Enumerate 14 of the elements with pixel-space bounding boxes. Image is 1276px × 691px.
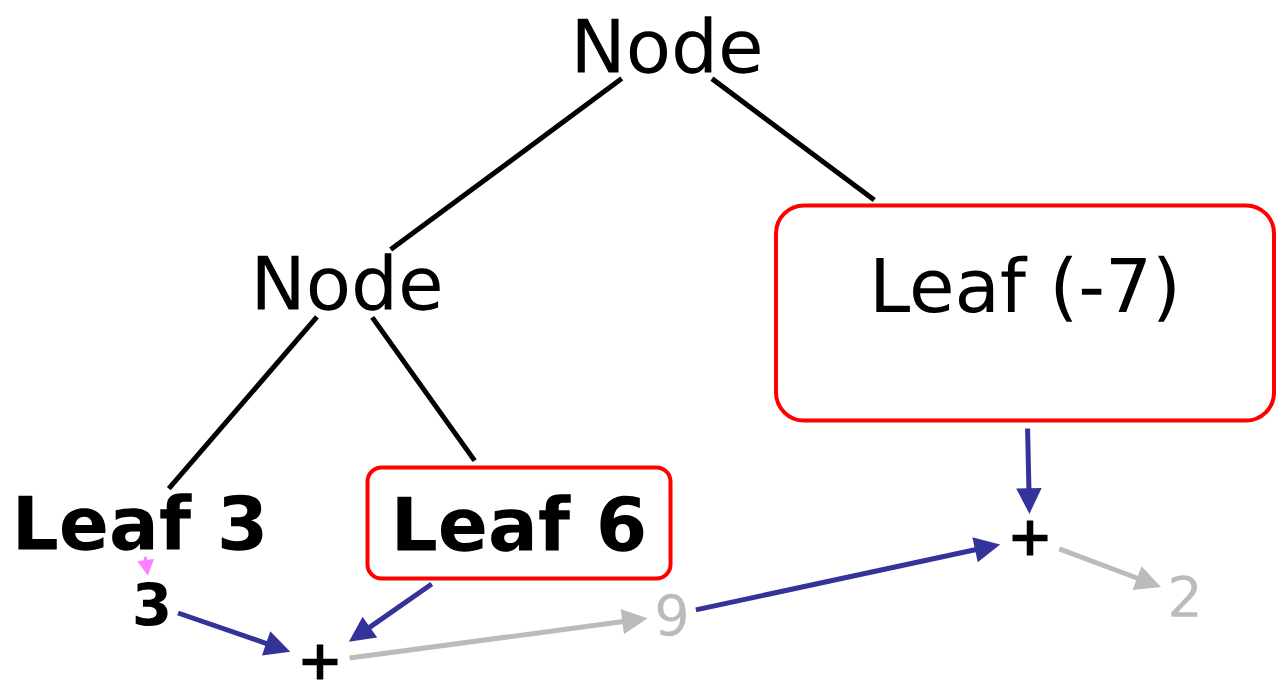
tree-edge — [370, 315, 477, 463]
plus-operator: + — [302, 644, 338, 680]
tree-node-label: Node — [577, 16, 760, 74]
value-label: 3 — [135, 582, 168, 626]
tree-edge — [710, 76, 876, 202]
leaf-box: Leaf 6 — [365, 465, 673, 581]
tree-node-label: Node — [257, 253, 440, 311]
plus-operator: + — [1012, 520, 1048, 556]
value-label: 9 — [657, 593, 686, 637]
leaf-label: Leaf 3 — [18, 493, 263, 551]
tree-edge — [166, 315, 319, 491]
tree-edge — [389, 76, 624, 252]
value-label: 2 — [1171, 575, 1198, 617]
leaf-box: Leaf (-7) — [774, 203, 1276, 423]
